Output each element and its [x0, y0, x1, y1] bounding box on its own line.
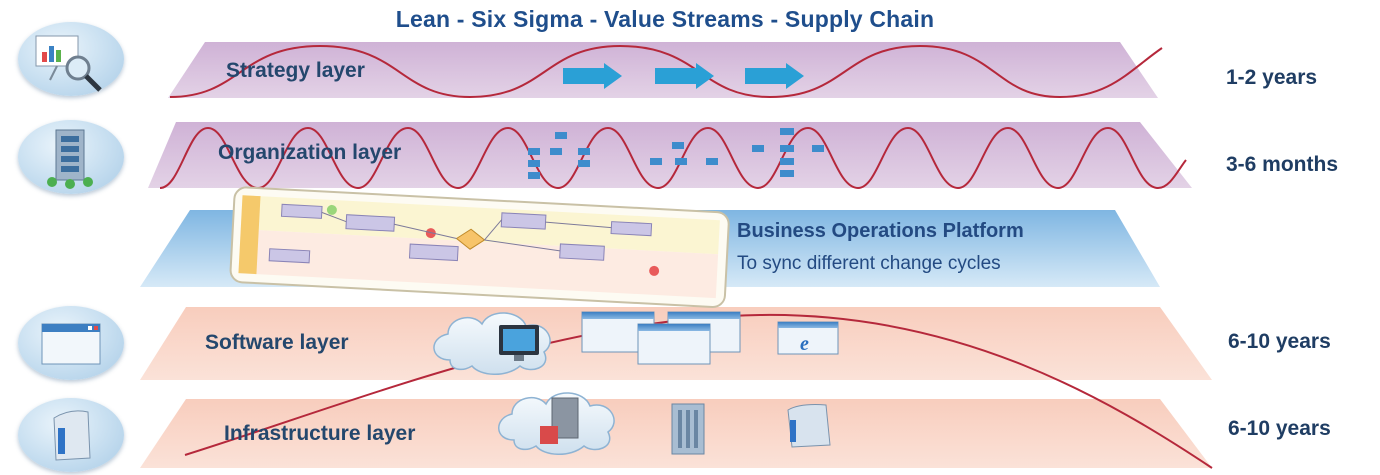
software-icon — [18, 306, 124, 380]
platform-subtitle: To sync different change cycles — [737, 253, 1001, 274]
infrastructure-server-icon — [787, 404, 831, 448]
cloud-server-icon — [498, 392, 615, 455]
infrastructure-layer-label: Infrastructure layer — [224, 422, 416, 445]
strategy-icon — [18, 22, 124, 96]
diagram-title: Lean - Six Sigma - Value Streams - Suppl… — [395, 6, 935, 32]
presentation-magnifier-icon — [35, 35, 102, 92]
process-diagram-screenshot — [229, 186, 730, 308]
platform-title: Business Operations Platform — [737, 220, 1024, 242]
office-building-icon — [671, 403, 705, 455]
building-icon — [47, 129, 93, 189]
organization-icon — [18, 120, 124, 194]
organization-band — [148, 122, 1192, 188]
strategy-duration: 1-2 years — [1226, 66, 1318, 89]
server-icon — [53, 410, 91, 461]
software-layer-label: Software layer — [205, 331, 349, 354]
cloud-monitor-icon — [433, 312, 551, 375]
software-duration: 6-10 years — [1228, 330, 1331, 353]
browser-icon: e — [777, 321, 839, 355]
organization-layer-label: Organization layer — [218, 141, 402, 164]
app-windows-icon — [581, 311, 741, 365]
app-window-icon — [41, 323, 101, 365]
strategy-wave — [169, 44, 1163, 99]
strategy-layer-label: Strategy layer — [226, 59, 365, 82]
infrastructure-icon — [18, 398, 124, 472]
org-chart-icons — [528, 128, 824, 179]
organization-wave — [159, 126, 1187, 190]
strategy-arrows — [563, 63, 804, 89]
svg-text:e: e — [800, 333, 809, 355]
organization-duration: 3-6 months — [1226, 153, 1339, 176]
lifecycle-wave — [184, 313, 1213, 469]
infrastructure-duration: 6-10 years — [1228, 417, 1331, 440]
